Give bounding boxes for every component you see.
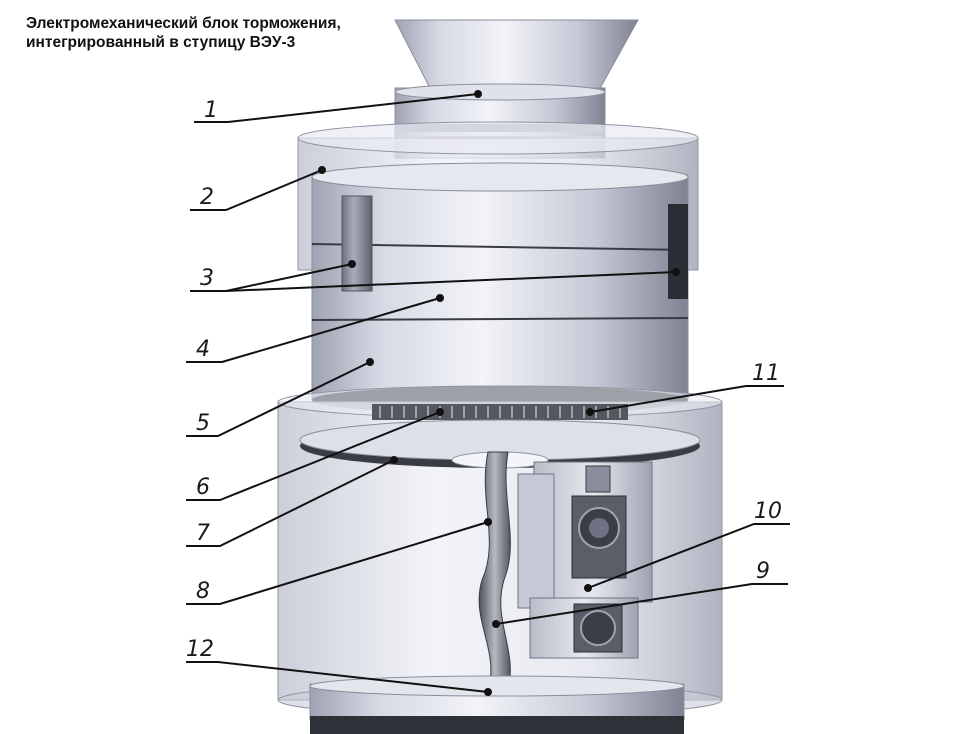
callout-11: 11: [752, 361, 780, 386]
leader-3b: [225, 271, 677, 292]
callout-2: 2: [200, 185, 214, 210]
leader-7: [186, 459, 395, 547]
callout-8: 8: [196, 579, 210, 604]
callout-10: 10: [754, 499, 782, 524]
motor-box: [517, 461, 653, 659]
leader-6: [186, 411, 441, 501]
leader-5: [186, 361, 371, 437]
main-drum: [311, 162, 689, 414]
leader-11: [589, 385, 784, 413]
callout-7: 7: [196, 521, 210, 546]
callout-5: 5: [196, 411, 210, 436]
callout-labels: 1 2 3 4 5 6 7 8 9 10 11 12: [186, 98, 782, 662]
leader-12: [186, 661, 489, 693]
disk: [299, 419, 701, 469]
caption-line-1: Электромеханический блок торможения,: [26, 15, 341, 32]
callout-4: 4: [196, 337, 210, 362]
caption-line-2: интегрированный в ступицу ВЭУ-3: [26, 34, 296, 51]
callout-3: 3: [200, 266, 214, 291]
figure-caption: Электромеханический блок торможения, инт…: [26, 14, 341, 52]
callout-12: 12: [186, 637, 214, 662]
gear-ring: [372, 404, 628, 420]
callout-1: 1: [204, 98, 218, 123]
callout-9: 9: [756, 559, 770, 584]
leader-10: [587, 523, 790, 589]
leader-lines: [186, 90, 790, 696]
callout-6: 6: [196, 475, 210, 500]
bottom-flange: [309, 675, 685, 734]
leader-2: [190, 169, 323, 211]
leader-4: [186, 297, 441, 363]
leader-9: [495, 583, 788, 625]
leader-8: [186, 521, 489, 605]
leader-1: [194, 93, 479, 123]
